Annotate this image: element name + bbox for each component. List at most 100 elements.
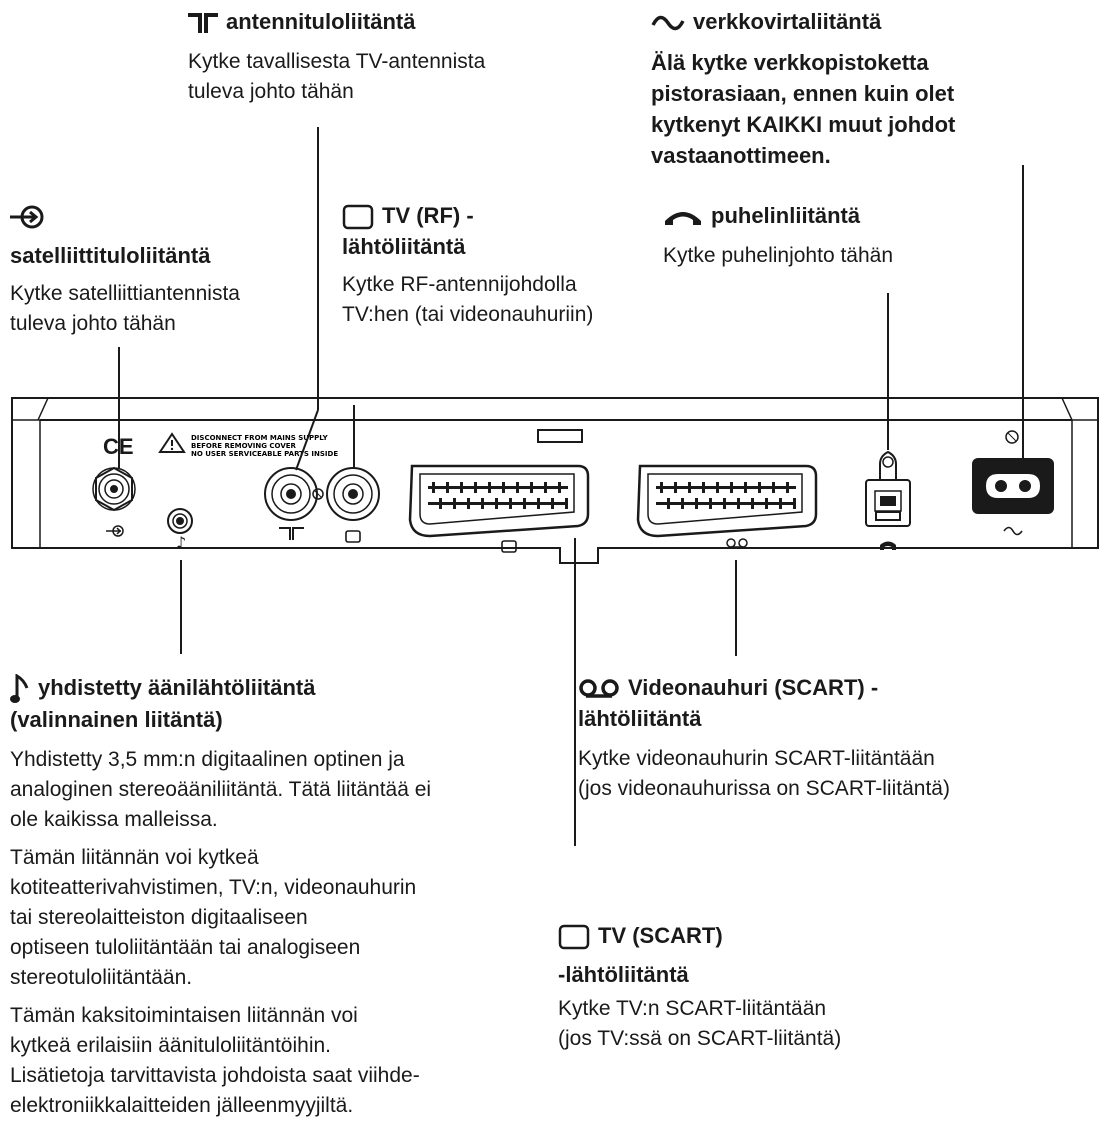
antenna-title: antennituloliitäntä: [226, 9, 416, 34]
scart-pin: [432, 482, 435, 493]
scart-pin: [695, 498, 698, 509]
tv-rf-title-line-1: TV (RF) -: [382, 203, 474, 228]
scart-pin: [446, 482, 449, 493]
scart-pin: [558, 482, 561, 493]
tv-rf-title-line-2: lähtöliitäntä: [342, 234, 466, 259]
scart-pin: [737, 498, 740, 509]
panel-warning-line-3: NO USER SERVICEABLE PARTS INSIDE: [191, 450, 338, 458]
vcr-label: Videonauhuri (SCART) - lähtöliitäntä Kyt…: [578, 672, 950, 804]
phone-connector: [865, 450, 911, 527]
audio-p1-line-1: Yhdistetty 3,5 mm:n digitaalinen optinen…: [10, 748, 405, 772]
scart-pin: [537, 498, 540, 509]
scart-pin: [730, 482, 733, 493]
vcr-title-line-1: Videonauhuri (SCART) -: [628, 675, 879, 700]
panel-warning-line-1: DISCONNECT FROM MAINS SUPPLY: [191, 434, 329, 442]
antenna-desc-line-1: Kytke tavallisesta TV-antennista: [188, 50, 486, 73]
cassette-icon: [578, 679, 620, 699]
tv-scart-title-line-1: TV (SCART): [598, 923, 723, 948]
satellite-title: satelliittituloliitäntä: [10, 243, 211, 268]
scart-pin: [751, 498, 754, 509]
tv-rf-label: TV (RF) - lähtöliitäntä Kytke RF-antenni…: [342, 200, 593, 330]
ac-wave-icon: [1003, 526, 1023, 536]
audio-p2-line-5: stereotuloliitäntään.: [10, 966, 193, 990]
vcr-scart-connector: [636, 464, 818, 538]
audio-title-line-2: (valinnainen liitäntä): [10, 707, 223, 733]
audio-p2-line-4: optiseen tuloliitäntään tai analogiseen: [10, 936, 361, 960]
device-body: [11, 397, 1099, 564]
scart-pin: [674, 482, 677, 493]
vcr-desc-line-1: Kytke videonauhurin SCART-liitäntään: [578, 747, 935, 770]
audio-p2-line-1: Tämän liitännän voi kytkeä: [10, 846, 259, 870]
satellite-input-icon: [10, 204, 46, 230]
tv-scart-desc-line-2: (jos TV:ssä on SCART-liitäntä): [558, 1027, 842, 1050]
mains-socket: [972, 430, 1054, 514]
audio-p2-line-3: tai stereolaitteiston digitaaliseen: [10, 906, 308, 930]
mains-label: verkkovirtaliitäntä Älä kytke verkkopist…: [651, 6, 955, 171]
scart-pin: [439, 498, 442, 509]
scart-pin: [793, 498, 796, 509]
mains-warning-line-3: kytkenyt KAIKKI muut johdot: [651, 112, 956, 137]
scart-pin: [688, 482, 691, 493]
scart-pin: [709, 498, 712, 509]
scart-pin: [681, 498, 684, 509]
scart-pin: [779, 498, 782, 509]
antenna-desc-line-2: tuleva johto tähän: [188, 80, 354, 103]
audio-p3-line-4: elektroniikkalaitteiden jälleenmyyjiltä.: [10, 1094, 354, 1118]
audio-p3-line-1: Tämän kaksitoimintaisen liitännän voi: [10, 1004, 358, 1028]
tv-screen-icon: [345, 530, 361, 543]
music-note-icon: [10, 674, 30, 704]
phone-title: puhelinliitäntä: [711, 203, 861, 228]
leader-lines: [118, 127, 1024, 846]
scart-pin: [551, 498, 554, 509]
antenna-input-connector: [264, 467, 324, 521]
scart-pin: [702, 482, 705, 493]
scart-pin: [544, 482, 547, 493]
tv-screen-icon: [558, 924, 590, 950]
panel-warning-line-2: BEFORE REMOVING COVER: [191, 442, 297, 450]
audio-p1-line-2: analoginen stereoääniliitäntä. Tätä liit…: [10, 778, 432, 802]
scart-pin: [502, 482, 505, 493]
antenna-icon: [188, 13, 218, 34]
scart-pin: [667, 498, 670, 509]
audio-p1-line-3: ole kaikissa malleissa.: [10, 808, 218, 832]
audio-label: yhdistetty äänilähtöliitäntä (valinnaine…: [10, 672, 431, 1121]
satellite-label: satelliittituloliitäntä Kytke satelliitt…: [10, 200, 240, 339]
scart-pin: [772, 482, 775, 493]
mains-warning-line-1: Älä kytke verkkopistoketta: [651, 50, 929, 75]
scart-pin: [565, 498, 568, 509]
scart-pin: [758, 482, 761, 493]
scart-pin: [765, 498, 768, 509]
scart-pin: [488, 482, 491, 493]
phone-desc: Kytke puhelinjohto tähän: [663, 244, 894, 267]
satellite-input-icon: [106, 525, 124, 537]
satellite-desc-line-2: tuleva johto tähän: [10, 312, 176, 335]
mains-warning-line-2: pistorasiaan, ennen kuin olet: [651, 81, 955, 106]
scart-pin: [516, 482, 519, 493]
audio-p3-line-3: Lisätietoja tarvittavista johdoista saat…: [10, 1064, 420, 1088]
music-note-icon: ♪: [176, 533, 186, 552]
tv-scart-connector: [408, 464, 590, 538]
scart-pin: [744, 482, 747, 493]
cassette-icon: [726, 538, 748, 548]
satellite-input-connector: [92, 466, 136, 512]
vcr-title-line-2: lähtöliitäntä: [578, 706, 702, 731]
scart-pin: [474, 482, 477, 493]
scart-pin: [467, 498, 470, 509]
audio-p2-line-2: kotiteatterivahvistimen, TV:n, videonauh…: [10, 876, 417, 900]
scart-pin: [481, 498, 484, 509]
scart-pin: [495, 498, 498, 509]
tv-rf-desc-line-1: Kytke RF-antennijohdolla: [342, 273, 577, 296]
tv-rf-output-connector: [326, 467, 380, 521]
scart-pin: [660, 482, 663, 493]
mains-warning-line-4: vastaanottimeen.: [651, 143, 831, 168]
warning-triangle-icon: [158, 432, 186, 453]
phone-handset-icon: [880, 541, 896, 550]
audio-p3-line-2: kytkeä erilaisiin äänituloliitäntöihin.: [10, 1034, 332, 1058]
antenna-icon: [279, 527, 304, 540]
vcr-desc-line-2: (jos videonauhurissa on SCART-liitäntä): [578, 777, 950, 800]
scart-pin: [453, 498, 456, 509]
tv-scart-label: TV (SCART) -lähtöliitäntä Kytke TV:n SCA…: [558, 920, 841, 1054]
scart-pin: [786, 482, 789, 493]
scart-pin: [723, 498, 726, 509]
